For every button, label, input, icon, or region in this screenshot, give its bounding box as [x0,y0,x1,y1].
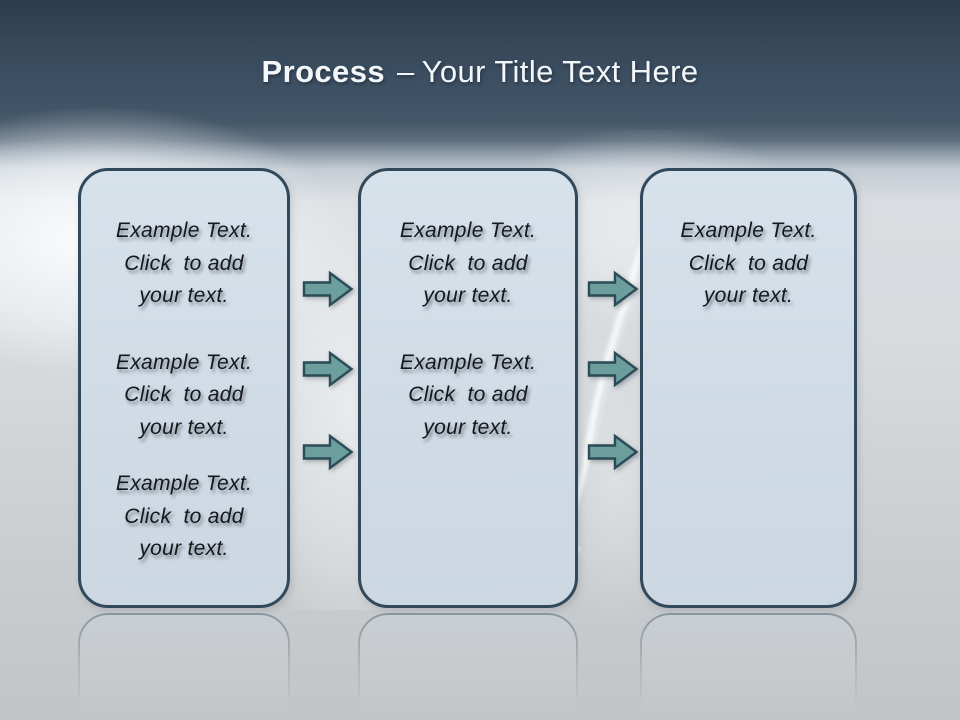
placeholder-text[interactable]: Example Text. Click to add your text. [399,350,537,439]
placeholder-text[interactable]: Example Text. Click to add your text. [115,472,253,560]
placeholder-text[interactable]: Example Text. Click to add your text. [115,219,253,307]
slide-title[interactable]: Process–Your Title Text Here [0,54,960,90]
placeholder-text[interactable]: Example Text. Click to add your text. [399,219,537,307]
box-reflection [358,613,578,719]
placeholder-text[interactable]: Example Text. Click to add your text. [680,219,817,307]
arrow-right-icon [302,433,354,471]
box-reflection [640,613,857,719]
box-reflection [78,613,290,719]
title-separator: – [396,54,415,89]
process-box-step-2[interactable]: Example Text. Click to add your text. Ex… [358,168,578,608]
arrow-right-icon [302,270,354,308]
arrow-right-icon [587,433,639,471]
arrow-right-icon [302,350,354,388]
placeholder-text[interactable]: Example Text. Click to add your text. [115,350,253,439]
process-box-step-1[interactable]: Example Text. Click to add your text. Ex… [78,168,290,608]
arrow-right-icon [587,350,639,388]
process-box-step-3[interactable]: Example Text. Click to add your text. [640,168,857,608]
title-keyword: Process [261,54,385,89]
arrow-right-icon [587,270,639,308]
title-text: Your Title Text Here [421,54,699,89]
